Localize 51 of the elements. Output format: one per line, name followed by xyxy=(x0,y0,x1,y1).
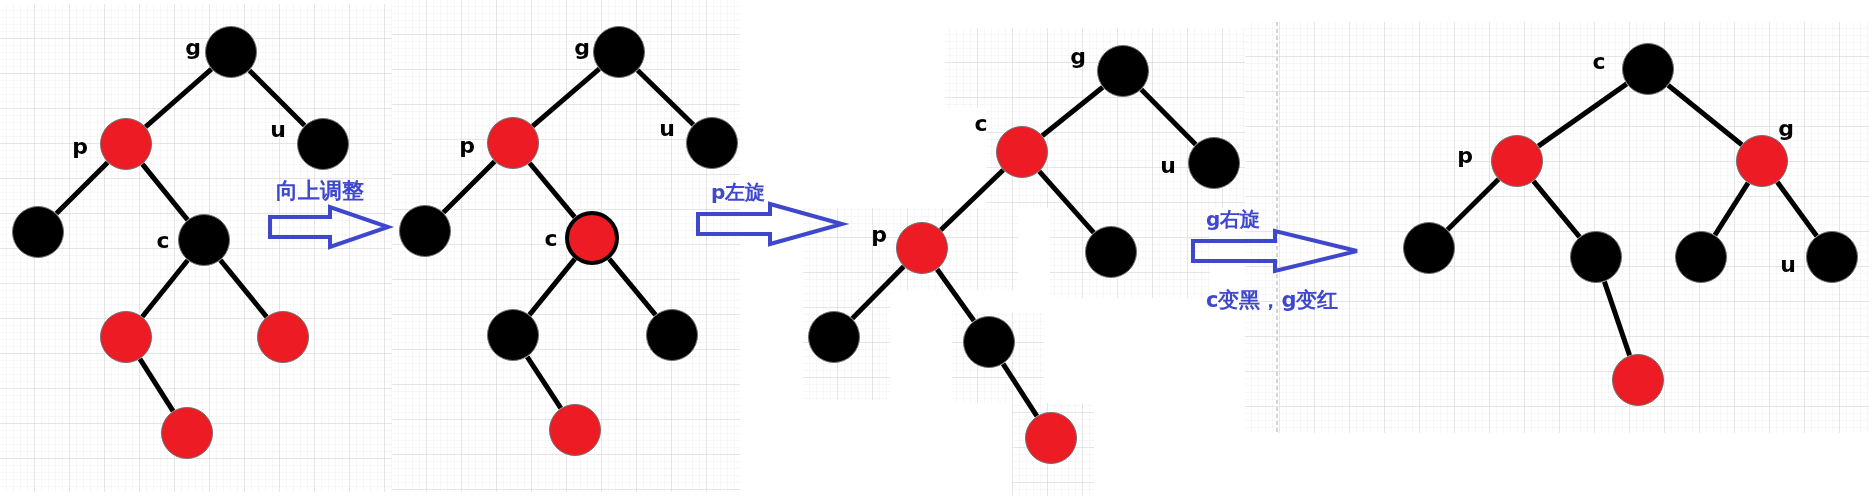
node-label: u xyxy=(659,118,675,140)
tree-edge xyxy=(527,161,577,219)
tree-edge xyxy=(850,264,906,321)
node-label: g xyxy=(1070,46,1086,68)
block-arrow xyxy=(268,204,395,250)
tree-edge xyxy=(1040,85,1105,138)
node-label: c xyxy=(156,230,170,252)
node-label: p xyxy=(72,136,88,158)
tree-edge xyxy=(939,168,1005,232)
block-arrow xyxy=(1191,228,1359,274)
tree-edge xyxy=(1445,177,1501,232)
tree-edge xyxy=(1775,180,1819,238)
tree-edge xyxy=(935,267,976,323)
edge-label: p左旋 xyxy=(711,181,766,203)
tree-edge xyxy=(525,355,563,410)
tree-edge xyxy=(1139,87,1198,147)
tree-edge xyxy=(247,68,307,128)
node-label: p xyxy=(459,135,475,157)
node-label: g xyxy=(185,37,201,59)
tree-edge xyxy=(1666,83,1744,147)
edge-label: 向上调整 xyxy=(276,179,364,204)
tree-edge xyxy=(137,357,176,413)
tree-edge xyxy=(218,258,269,319)
tree-edge xyxy=(607,257,658,317)
tree-edge xyxy=(1001,362,1039,418)
tree-edge xyxy=(1531,179,1582,239)
tree-edge xyxy=(441,159,497,215)
node-label: p xyxy=(1457,145,1473,167)
tree-edge xyxy=(1602,280,1632,357)
tree-edge xyxy=(1037,169,1096,235)
node-label: c xyxy=(974,113,988,135)
tree-edge xyxy=(635,68,696,127)
node-label: u xyxy=(270,119,286,141)
tree-edge xyxy=(1536,81,1629,149)
block-arrow xyxy=(696,201,850,247)
tree-edge xyxy=(527,257,577,317)
node-label: g xyxy=(1778,118,1794,140)
tree-edge xyxy=(140,258,190,319)
tree-edge xyxy=(54,160,110,216)
tree-edge xyxy=(143,67,214,129)
tree-edge xyxy=(531,67,601,128)
node-label: u xyxy=(1160,155,1176,177)
node-label: u xyxy=(1780,254,1796,276)
node-label: p xyxy=(871,224,887,246)
node-label: c xyxy=(1592,51,1606,73)
node-label: c xyxy=(544,228,558,250)
note-label: c变黑，g变红 xyxy=(1206,289,1339,313)
tree-edge xyxy=(140,162,190,222)
node-label: g xyxy=(574,37,590,59)
tree-edge xyxy=(1712,181,1751,237)
edge-label: g右旋 xyxy=(1206,208,1261,230)
